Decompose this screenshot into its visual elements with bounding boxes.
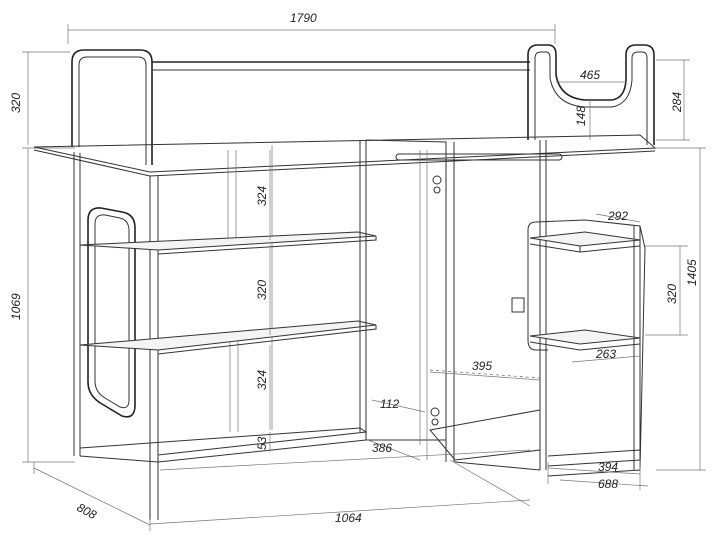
dim-handle-height: 148	[574, 100, 591, 140]
dim-right-base-a-label: 394	[598, 460, 618, 474]
dim-shelf-gap-mid-label: 320	[255, 280, 269, 300]
dim-upper-height-label: 320	[9, 93, 23, 113]
dim-corner-a-label: 112	[380, 397, 399, 411]
dim-total-height-label: 1069	[9, 293, 23, 320]
dim-shelf-gap-top-label: 324	[255, 186, 269, 206]
shelf-section	[79, 140, 377, 463]
dim-rail-height: 284	[656, 59, 690, 141]
dim-depth: 808	[33, 462, 151, 531]
wardrobe-section	[365, 139, 563, 471]
hinge-icon	[430, 407, 440, 417]
dim-bottom-width-label: 1064	[335, 511, 362, 525]
left-end-panel	[73, 152, 159, 520]
hanging-rod	[395, 153, 563, 161]
dim-wardrobe-depth: 395	[429, 359, 541, 381]
dim-top-width: 1790	[67, 11, 556, 44]
dim-handle-height-label: 148	[574, 106, 588, 126]
bed-guard-rail	[71, 44, 655, 165]
hinge-icon	[432, 175, 442, 185]
dim-corner: 112 386	[367, 397, 426, 461]
door-handle	[511, 297, 525, 313]
dim-right-base: 394 688	[547, 460, 649, 491]
hinge-icon	[433, 186, 441, 194]
right-shelf-unit	[527, 219, 646, 477]
bed-platform	[33, 134, 657, 177]
dim-depth-label: 808	[75, 500, 100, 522]
dim-upper-height: 320	[9, 51, 70, 145]
dim-right-bottom-shelf-label: 263	[595, 347, 616, 361]
dim-right-shelf-gap-label: 320	[665, 284, 679, 304]
dim-shelf-gap-low-label: 324	[255, 370, 269, 390]
dim-right-height: 1405	[656, 147, 706, 471]
dim-right-height-label: 1405	[685, 259, 699, 286]
dim-right-shelf-width-label: 292	[607, 209, 628, 223]
hinge-icon	[431, 418, 439, 426]
dim-rail-height-label: 284	[670, 92, 684, 113]
dim-shelf-gaps: 324 320 324 53	[255, 150, 271, 452]
dim-top-width-label: 1790	[290, 11, 317, 25]
dim-total-height: 1069	[9, 147, 75, 463]
dim-base-height-label: 53	[255, 436, 269, 450]
dim-handle-width-label: 465	[580, 68, 600, 82]
dim-corner-b-label: 386	[372, 441, 392, 455]
dim-wardrobe-depth-label: 395	[472, 359, 492, 373]
dim-handle-width: 465	[556, 68, 626, 83]
dim-right-base-b-label: 688	[598, 477, 618, 491]
dim-bottom-width: 1064	[149, 449, 531, 525]
dim-right-shelf: 292 320 263	[571, 209, 688, 363]
